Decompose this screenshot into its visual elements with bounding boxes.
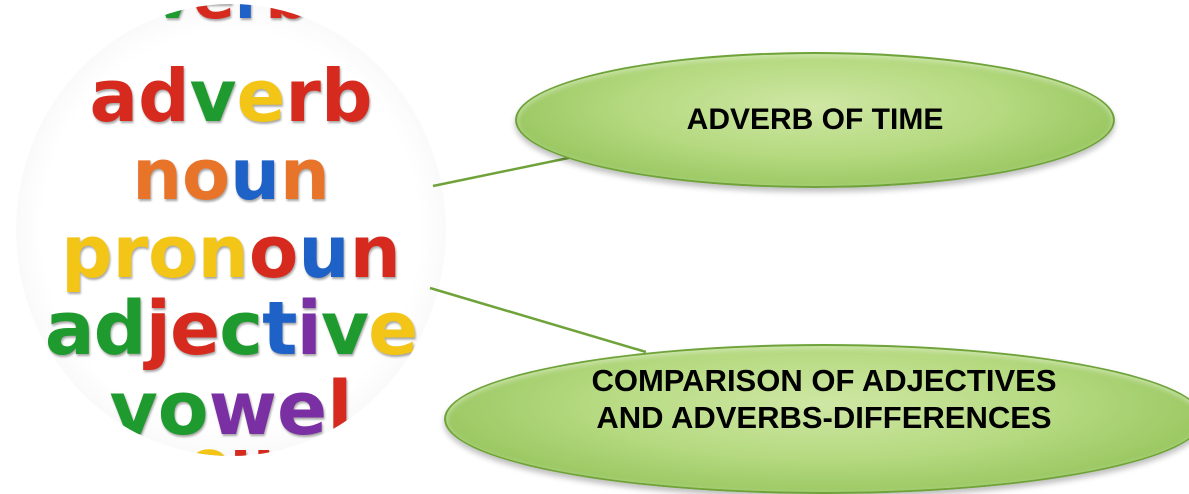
letter-magnet: o: [148, 210, 198, 294]
letter-magnet: t: [262, 286, 297, 372]
letter-magnet: o: [182, 134, 231, 216]
letter-magnet: o: [248, 210, 299, 294]
node-label: COMPARISON OF ADJECTIVES AND ADVERBS-DIF…: [591, 362, 1056, 436]
node-label-line: COMPARISON OF ADJECTIVES: [591, 363, 1057, 398]
node-adverb-of-time[interactable]: ADVERB OF TIME: [515, 52, 1115, 188]
letter-magnet: o: [157, 366, 209, 452]
letter-magnet: p: [61, 210, 113, 294]
node-label: ADVERB OF TIME: [686, 103, 944, 136]
letter-magnet: b: [320, 54, 373, 138]
letter-magnet: v: [189, 54, 237, 138]
letter-magnet: w: [208, 366, 277, 452]
diagram-canvas: verb adverb noun pronoun adjective vowel…: [16, 4, 1189, 494]
letter-magnet: o: [188, 432, 231, 457]
letter-magnet: u: [230, 432, 274, 457]
letter-magnet: e: [276, 366, 328, 452]
letter-magnet: e: [170, 286, 220, 372]
word-row: vowel: [16, 372, 446, 446]
word-row: noun: [16, 432, 446, 457]
letter-magnet: a: [44, 286, 95, 372]
letter-magnet: u: [298, 210, 350, 294]
letter-magnet: n: [279, 134, 330, 216]
letter-magnet: n: [274, 432, 318, 457]
word-row: noun: [16, 140, 446, 210]
letter-magnet: r: [285, 54, 321, 138]
node-comparison[interactable]: COMPARISON OF ADJECTIVES AND ADVERBS-DIF…: [444, 344, 1189, 494]
letter-magnet: d: [93, 286, 147, 372]
letter-magnet: b: [265, 4, 309, 28]
letter-magnet: v: [152, 4, 192, 28]
letter-magnet: a: [89, 54, 139, 138]
word-row: adjective: [16, 292, 446, 366]
letter-magnet: e: [236, 54, 286, 138]
letter-magnet: d: [138, 54, 190, 138]
letter-magnet: n: [197, 210, 249, 294]
letter-magnet: n: [132, 134, 183, 216]
connector-time: [432, 154, 579, 188]
connector-lines: [429, 154, 647, 354]
letter-magnet: i: [296, 286, 321, 372]
letter-magnet: c: [219, 286, 263, 372]
letter-magnet: r: [112, 210, 149, 294]
node-label-line: AND ADVERBS-DIFFERENCES: [596, 400, 1052, 436]
letter-magnet: e: [193, 4, 235, 28]
letter-magnet: e: [368, 286, 418, 372]
letter-magnet: n: [349, 210, 401, 294]
letter-magnet: v: [109, 366, 158, 452]
letter-magnet: j: [145, 286, 171, 372]
word-magnets-image: verb adverb noun pronoun adjective vowel…: [16, 4, 446, 456]
connector-comparison: [429, 286, 647, 354]
letter-magnet: u: [230, 134, 280, 216]
letter-magnet: v: [320, 286, 369, 372]
word-row: pronoun: [16, 216, 446, 288]
letter-magnet: n: [143, 432, 187, 457]
word-row: adverb: [16, 60, 446, 132]
word-row: verb: [16, 4, 446, 28]
letter-magnet: r: [235, 4, 266, 28]
letter-magnet: l: [327, 366, 353, 452]
